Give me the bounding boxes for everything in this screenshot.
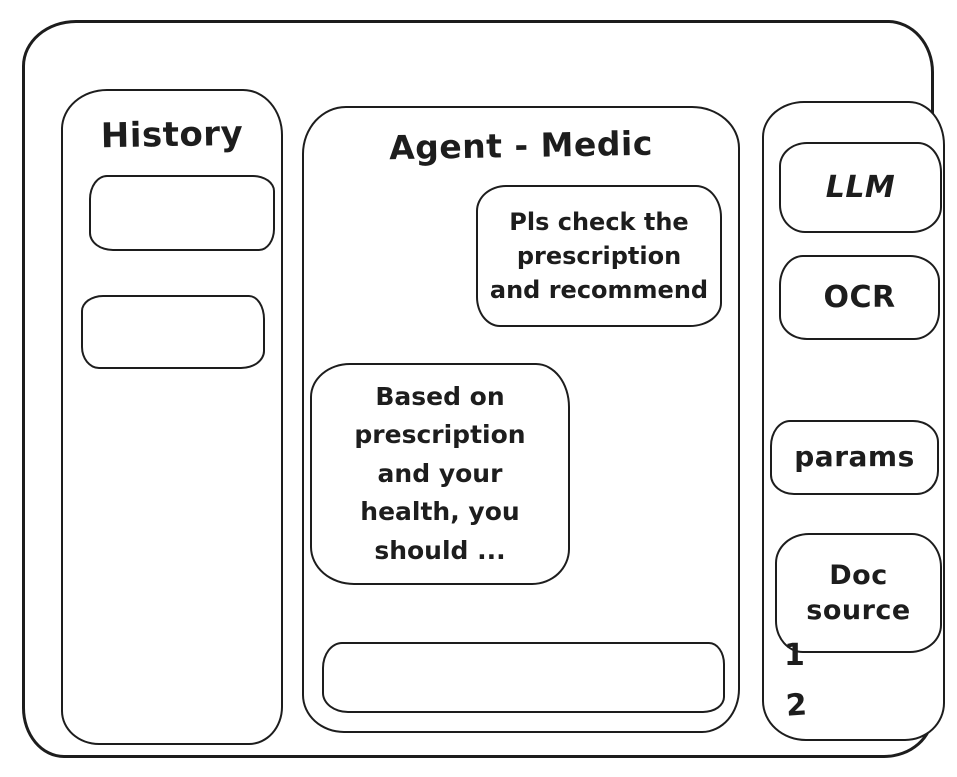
user-message-text: Pls check the prescription and recommend: [489, 207, 709, 305]
history-item-1[interactable]: [89, 175, 275, 251]
llm-button[interactable]: LLM: [779, 142, 942, 233]
history-item-2[interactable]: [81, 295, 265, 369]
tools-panel: LLM OCR params Doc source 1 2: [762, 101, 945, 741]
doc-source-item-1[interactable]: 1: [784, 638, 805, 673]
doc-source-item-2[interactable]: 2: [784, 687, 809, 724]
history-panel: History: [61, 89, 283, 745]
assistant-message-text: Based on prescription and your health, y…: [354, 381, 526, 565]
assistant-message-bubble: Based on prescription and your health, y…: [310, 363, 570, 585]
params-button[interactable]: params: [770, 420, 939, 495]
message-input[interactable]: [322, 642, 725, 713]
history-title: History: [100, 113, 244, 157]
chat-panel: Agent - Medic Pls check the prescription…: [302, 106, 740, 733]
doc-source-button[interactable]: Doc source: [775, 533, 942, 653]
ocr-button[interactable]: OCR: [779, 255, 940, 340]
app-frame: History Agent - Medic Pls check the pres…: [22, 20, 945, 758]
user-message-bubble: Pls check the prescription and recommend: [476, 185, 722, 327]
chat-title: Agent - Medic: [388, 123, 654, 168]
